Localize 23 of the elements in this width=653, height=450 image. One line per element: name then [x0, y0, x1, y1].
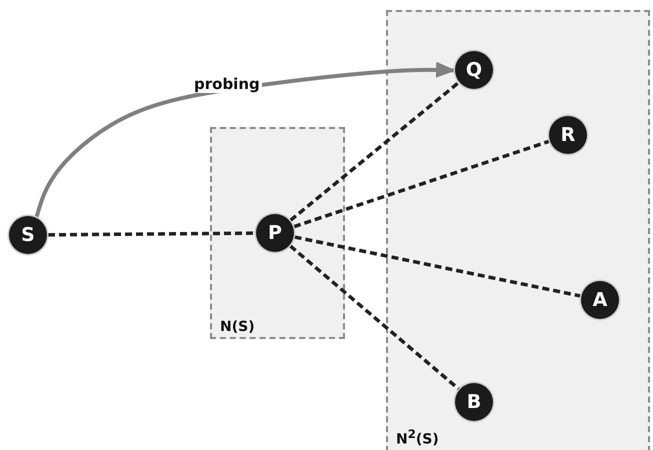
node-circle: [549, 116, 587, 154]
neighborhood-region: [210, 127, 345, 339]
connector-line: [293, 140, 550, 228]
connector-line: [294, 235, 581, 298]
node-circle: [455, 51, 493, 89]
node-circle: [455, 383, 493, 421]
connector-line: [289, 244, 460, 390]
node-circle: [9, 216, 47, 254]
region-label: N$^{2}$(S): [396, 426, 439, 448]
connector-line: [48, 231, 256, 237]
arrow: [34, 62, 456, 218]
node-circle: [256, 214, 294, 252]
node-label: Q: [466, 59, 482, 81]
node-label: R: [560, 124, 576, 146]
node-label: B: [466, 391, 482, 413]
neighborhood-region: [386, 10, 650, 450]
region-label: N(S): [220, 319, 255, 335]
node-label: A: [592, 289, 608, 311]
node-circle: [581, 281, 619, 319]
node-label: P: [268, 222, 282, 244]
edge-label: probing: [192, 76, 262, 93]
node-label: S: [21, 224, 35, 246]
connector-line: [289, 81, 460, 222]
